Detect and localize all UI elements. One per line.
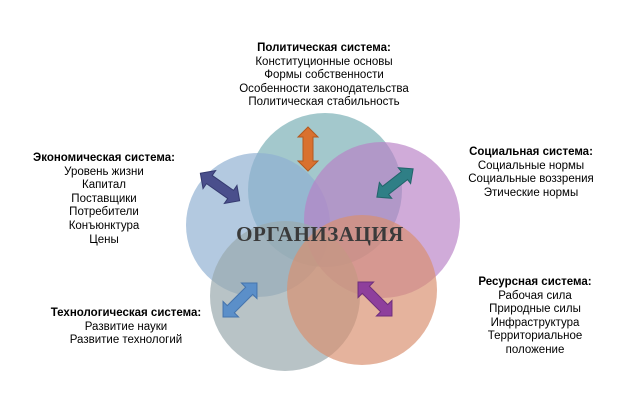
list-item: Территориальное [487,330,583,343]
list-item: Развитие технологий [69,334,183,347]
arrow-technological [222,282,258,318]
list-item: Особенности законодательства [239,82,409,95]
economic-system-block: Экономическая система: Уровень жизни Кап… [14,152,194,247]
technological-system-title: Технологическая система: [50,307,202,319]
list-item: Социальные нормы [477,159,585,172]
list-item: Капитал [82,179,126,192]
arrow-political [296,126,320,172]
resource-system-block: Ресурсная система: Рабочая сила Природны… [465,276,605,358]
political-system-block: Политическая система: Конституционные ос… [214,42,434,110]
list-item: Этические нормы [483,186,579,199]
list-item: Рабочая сила [498,289,572,302]
list-item: Политическая стабильность [248,96,400,109]
social-system-title: Социальная система: [469,146,593,158]
list-item: Формы собственности [264,69,384,82]
political-system-title: Политическая система: [257,42,391,54]
list-item: Социальные воззрения [468,173,594,186]
list-item: Потребители [69,206,139,219]
resource-system-title: Ресурсная система: [478,276,592,288]
social-system-block: Социальная система: Социальные нормы Соц… [456,146,606,200]
list-item: Цены [89,233,119,246]
list-item: Конституционные основы [255,55,393,68]
arrow-social [376,167,414,199]
technological-system-block: Технологическая система: Развитие науки … [40,307,212,348]
economic-system-title: Экономическая система: [33,152,175,164]
list-item: положение [505,343,565,356]
list-item: Инфраструктура [490,316,580,329]
center-title: ОРГАНИЗАЦИЯ [236,222,404,246]
list-item: Уровень жизни [64,165,144,178]
arrow-resource [357,281,393,317]
list-item: Природные силы [489,303,581,316]
list-item: Поставщики [71,192,137,205]
arrow-economic [199,169,241,205]
list-item: Развитие науки [84,320,168,333]
list-item: Конъюнктура [68,219,140,232]
